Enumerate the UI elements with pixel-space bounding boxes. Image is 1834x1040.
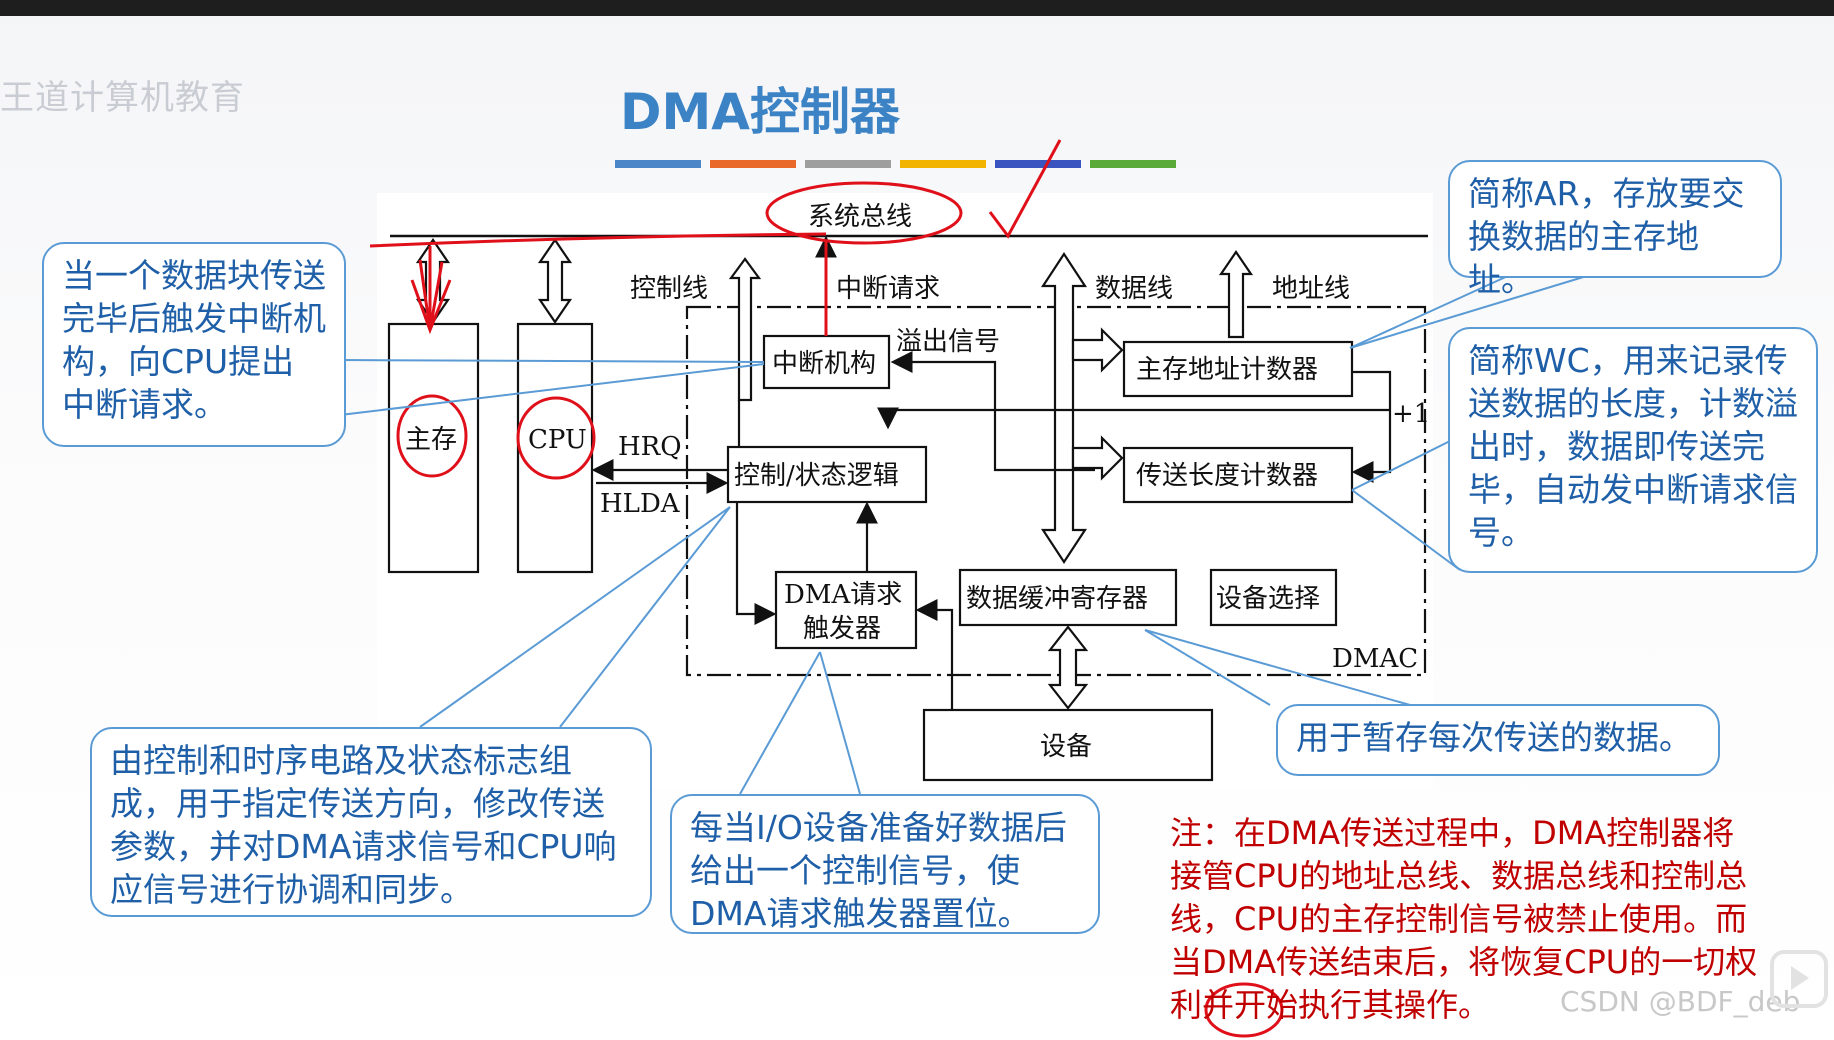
watermark: 王道计算机教育 (0, 78, 245, 118)
color-bar-segment (1090, 160, 1176, 168)
label-data-buffer: 数据缓冲寄存器 (966, 584, 1148, 614)
label-cpu: CPU (528, 425, 587, 455)
label-dma-trigger-2: 触发器 (803, 614, 881, 644)
data-line-arrow (1040, 251, 1088, 565)
device-box (922, 708, 1214, 782)
device-select-box (1209, 568, 1338, 627)
label-control-line: 控制线 (630, 274, 708, 304)
label-interrupt-request: 中断请求 (836, 274, 940, 304)
color-bar-segment (615, 160, 701, 168)
csdn-watermark: CSDN @BDF_deb (1560, 985, 1801, 1018)
label-dma-trigger-1: DMA请求 (784, 580, 902, 610)
data-buffer-box (958, 568, 1178, 627)
label-device: 设备 (1040, 732, 1092, 762)
address-line-arrow (1218, 250, 1254, 339)
label-hrq: HRQ (618, 432, 682, 462)
slide-title: DMA控制器 (620, 83, 900, 141)
play-icon[interactable] (1770, 950, 1828, 1008)
label-device-select: 设备选择 (1216, 584, 1320, 614)
device-buffer-arrow (1047, 625, 1089, 710)
red-underline (369, 232, 827, 248)
label-overflow-signal: 溢出信号 (896, 327, 1000, 357)
red-checkmark (988, 139, 1062, 239)
cpu-bus-arrow (537, 238, 573, 324)
label-length-counter: 传送长度计数器 (1136, 461, 1318, 491)
callout-buffer: 用于暂存每次传送的数据。 (1276, 704, 1720, 776)
address-counter-box (1122, 340, 1354, 398)
red-circle-memory (396, 394, 468, 478)
label-address-counter: 主存地址计数器 (1136, 355, 1318, 385)
note-text: 注：在DMA传送过程中，DMA控制器将接管CPU的地址总线、数据总线和控制总线，… (1170, 814, 1758, 1024)
callout-wc: 简称WC，用来记录传送数据的长度，计数溢出时，数据即传送完毕，自动发中断请求信号… (1448, 327, 1818, 573)
color-bar-segment (995, 160, 1081, 168)
label-plus-one: +1 (1392, 399, 1430, 429)
red-circle-system-bus (765, 181, 963, 245)
label-dmac: DMAC (1332, 644, 1418, 674)
label-system-bus: 系统总线 (808, 202, 912, 232)
callout-control-logic: 由控制和时序电路及状态标志组成，用于指定传送方向，修改传送参数，并对DMA请求信… (90, 727, 652, 917)
callout-trigger: 每当I/O设备准备好数据后给出一个控制信号，使DMA请求触发器置位。 (670, 794, 1100, 934)
callout-interrupt: 当一个数据块传送完毕后触发中断机构，向CPU提出中断请求。 (42, 242, 346, 447)
label-hlda: HLDA (600, 489, 681, 519)
label-control-logic: 控制/状态逻辑 (734, 461, 899, 491)
window-top-bar (0, 0, 1834, 16)
callout-ar: 简称AR，存放要交换数据的主存地址。 (1448, 160, 1782, 299)
control-line-arrow (728, 257, 762, 402)
label-interrupt-unit: 中断机构 (772, 349, 876, 379)
red-circle-cpu (516, 396, 596, 480)
color-bar-segment (900, 160, 986, 168)
label-main-memory: 主存 (405, 425, 457, 455)
color-bar-segment (710, 160, 796, 168)
color-bar-segment (805, 160, 891, 168)
red-circle-note-cpu (1204, 982, 1284, 1038)
label-data-line: 数据线 (1095, 274, 1173, 304)
label-address-line: 地址线 (1272, 274, 1350, 304)
